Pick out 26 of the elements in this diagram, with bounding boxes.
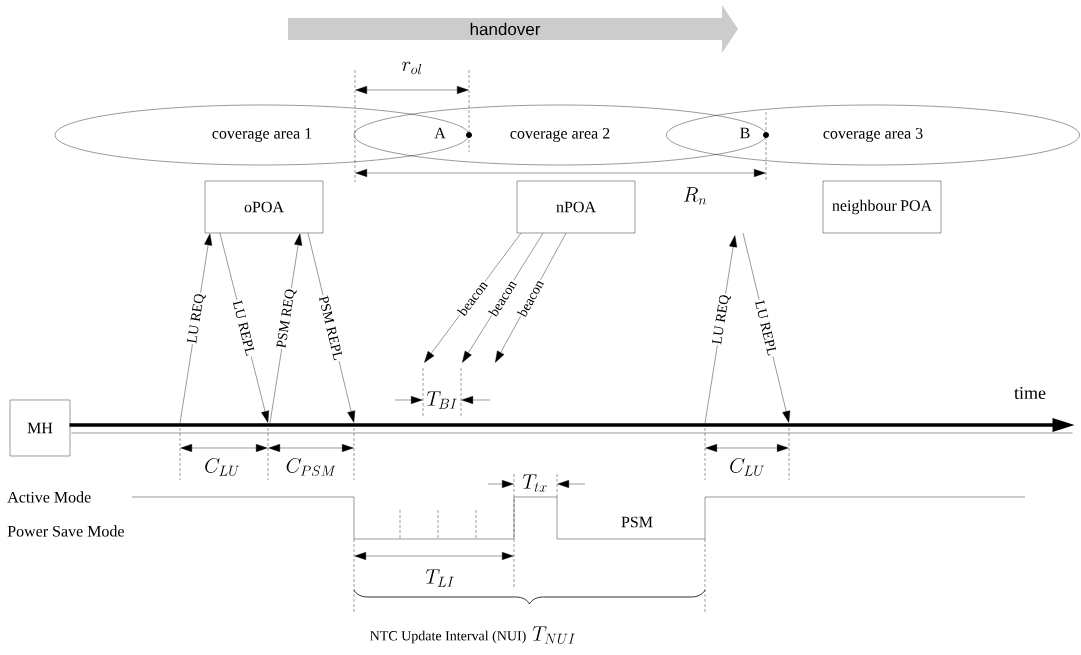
node-label: time (1014, 386, 1046, 400)
station-box: oPOA (204, 180, 324, 234)
station-box: MH (9, 399, 71, 457)
dimension-label: $C_{LU}$ (730, 457, 764, 476)
dimension-label: $r_{ol}$ (402, 61, 422, 75)
mode-label: PSM (621, 516, 653, 528)
dimension-label: $T_{LI}$ (425, 569, 454, 587)
dimension-label: $T_{NUI}$ (532, 626, 575, 644)
dimension-label: $R_n$ (683, 187, 707, 205)
point-label: B (740, 127, 750, 139)
edge-label: PSM REQ (275, 287, 298, 351)
mode-label: Power Save Mode (7, 525, 124, 537)
point-label: A (434, 127, 446, 139)
dimension-label: $C_{LU}$ (205, 457, 239, 476)
dimension-label: $C_{PSM}$ (286, 457, 336, 476)
edge-label: LU REQ (185, 291, 208, 346)
mode-label: Active Mode (7, 491, 91, 503)
edge-label: PSM REPL (317, 293, 345, 363)
station-box: nPOA (516, 180, 636, 234)
dimension-label: $T_{tx}$ (522, 474, 547, 492)
dimension-label: $T_{BI}$ (426, 391, 457, 409)
edge-label: LU REPL (231, 298, 257, 358)
edge-label: LU REPL (753, 298, 779, 358)
edge-label: LU REQ (710, 292, 733, 347)
interval-label: NTC Update Interval (NUI) (370, 630, 526, 644)
station-box: neighbour POA (822, 180, 942, 234)
